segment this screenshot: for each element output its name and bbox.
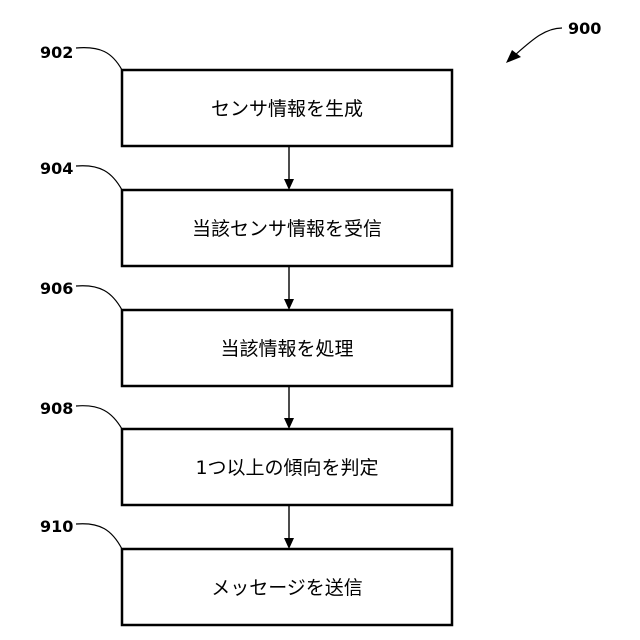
figure-ref-leader xyxy=(515,28,562,55)
step-ref-910: 910 xyxy=(40,517,73,536)
step-ref-leader-904 xyxy=(76,166,122,190)
step-label-receive-sensor-info: 当該センサ情報を受信 xyxy=(192,218,382,240)
step-ref-906: 906 xyxy=(40,279,73,298)
flow-arrowhead-1 xyxy=(284,179,294,190)
figure-ref-label: 900 xyxy=(568,19,601,38)
flow-arrowhead-4 xyxy=(284,538,294,549)
step-ref-902: 902 xyxy=(40,43,73,62)
flow-arrowhead-2 xyxy=(284,299,294,310)
step-ref-908: 908 xyxy=(40,399,73,418)
step-label-determine-trends: 1つ以上の傾向を判定 xyxy=(195,457,378,479)
step-ref-904: 904 xyxy=(40,159,73,178)
flow-arrowhead-3 xyxy=(284,418,294,429)
step-ref-leader-902 xyxy=(76,48,122,70)
step-label-send-message: メッセージを送信 xyxy=(211,577,363,599)
step-ref-leader-906 xyxy=(76,286,122,310)
step-ref-leader-910 xyxy=(76,524,122,549)
step-label-process-info: 当該情報を処理 xyxy=(220,338,353,360)
step-ref-leader-908 xyxy=(76,406,122,429)
step-label-generate-sensor-info: センサ情報を生成 xyxy=(211,98,363,120)
